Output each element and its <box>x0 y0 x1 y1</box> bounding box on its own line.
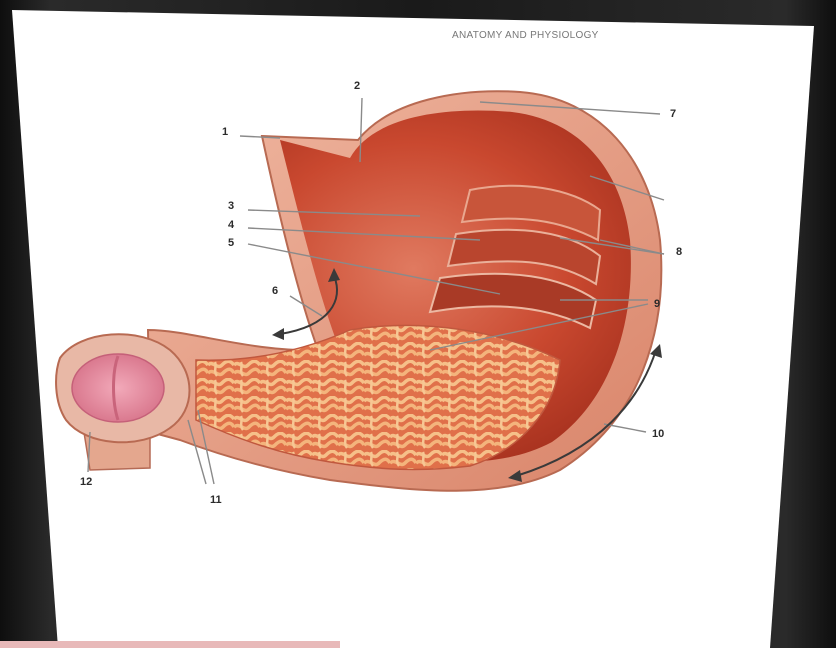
label-10: 10 <box>652 428 664 440</box>
label-9: 9 <box>654 298 660 310</box>
label-11: 11 <box>210 494 222 506</box>
label-6: 6 <box>272 285 278 297</box>
label-1: 1 <box>222 126 228 138</box>
label-3: 3 <box>228 200 234 212</box>
label-2: 2 <box>354 80 360 92</box>
bottom-pink-strip <box>0 641 340 648</box>
header-title: ANATOMY AND PHYSIOLOGY <box>452 30 599 41</box>
label-7: 7 <box>670 108 676 120</box>
pyloric-sphincter <box>72 354 164 422</box>
label-8: 8 <box>676 246 682 258</box>
label-5: 5 <box>228 237 234 249</box>
label-4: 4 <box>228 219 234 231</box>
label-12: 12 <box>80 476 92 488</box>
